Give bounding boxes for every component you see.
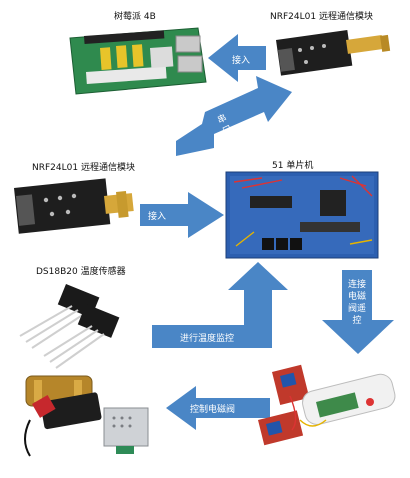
mcu51-image (225, 171, 379, 259)
mcu51-label: 51 单片机 (272, 161, 314, 171)
arrow-insert-left (140, 192, 224, 238)
arrow-control-valve (166, 386, 270, 430)
arrow-connect-valve-label: 连接电磁阀遥控 (346, 279, 368, 327)
arrow-temp-monitor-label: 进行温度监控 (180, 334, 235, 344)
solenoid-valve-image (24, 375, 102, 457)
relay-remote-image (258, 364, 396, 446)
arrow-control-valve-label: 控制电磁阀 (190, 405, 236, 415)
nrf-top-image (276, 29, 391, 76)
power-module-image (103, 407, 149, 454)
raspberry-pi-image (69, 27, 207, 95)
ds18b20-label: DS18B20 温度传感器 (36, 267, 126, 277)
ds18b20-image (19, 284, 120, 369)
arrow-insert-top-label: 接入 (232, 56, 251, 66)
arrow-connect-valve (322, 270, 394, 354)
nrf-top-label: NRF24L01 远程通信模块 (270, 12, 373, 22)
arrow-temp-monitor (152, 262, 288, 348)
nrf-left-label: NRF24L01 远程通信模块 (32, 163, 135, 173)
raspberry-pi-label: 树莓派 4B (114, 12, 156, 22)
arrow-connect-valve-text: 连接电磁阀遥控 (347, 280, 366, 326)
arrow-insert-top (208, 34, 266, 82)
arrow-insert-left-label: 接入 (148, 212, 167, 222)
arrow-serial (176, 76, 292, 156)
nrf-left-image (14, 178, 134, 234)
